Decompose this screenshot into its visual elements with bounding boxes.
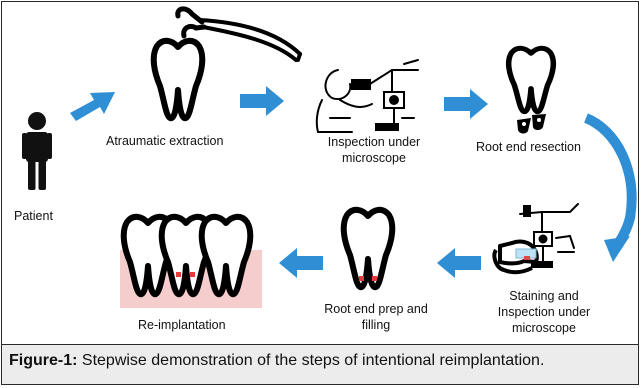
arrow-icon bbox=[437, 248, 481, 278]
label-staining-line2: Inspection under bbox=[488, 304, 600, 320]
root-filling-left bbox=[176, 272, 181, 277]
label-extraction: Atraumatic extraction bbox=[106, 133, 223, 149]
label-staining-line3: microscope bbox=[488, 320, 600, 336]
caption-text: Stepwise demonstration of the steps of i… bbox=[77, 352, 544, 369]
label-inspection-line1: Inspection under bbox=[318, 134, 430, 150]
person-icon bbox=[22, 112, 52, 190]
label-patient: Patient bbox=[14, 208, 53, 224]
tooth-icon bbox=[509, 48, 554, 111]
label-prep-line2: filling bbox=[316, 317, 436, 333]
tooth-icon bbox=[154, 41, 203, 118]
label-root-end-prep: Root end prep and filling bbox=[316, 301, 436, 333]
arrow-icon bbox=[240, 86, 284, 116]
caption-label: Figure-1: bbox=[9, 352, 77, 369]
figure-caption: Figure-1: Stepwise demonstration of the … bbox=[2, 344, 638, 384]
label-reimplantation: Re-implantation bbox=[138, 317, 226, 333]
tooth-icon bbox=[344, 210, 393, 287]
root-filling-left bbox=[359, 276, 364, 281]
label-inspection-line2: microscope bbox=[318, 150, 430, 166]
root-filling-right bbox=[372, 276, 377, 281]
microscope-icon bbox=[317, 60, 418, 132]
arrow-icon bbox=[70, 92, 115, 121]
label-resection: Root end resection bbox=[476, 139, 581, 155]
arrow-icon bbox=[279, 248, 323, 278]
label-staining-line1: Staining and bbox=[488, 288, 600, 304]
tooth-icon bbox=[494, 242, 536, 273]
label-prep-line1: Root end prep and bbox=[316, 301, 436, 317]
root-tips-icon bbox=[517, 114, 546, 134]
arrow-icon bbox=[444, 89, 488, 119]
arrow-icon bbox=[586, 118, 632, 262]
label-inspection: Inspection under microscope bbox=[318, 134, 430, 166]
root-filling-right bbox=[190, 272, 195, 277]
label-staining: Staining and Inspection under microscope bbox=[488, 288, 600, 336]
